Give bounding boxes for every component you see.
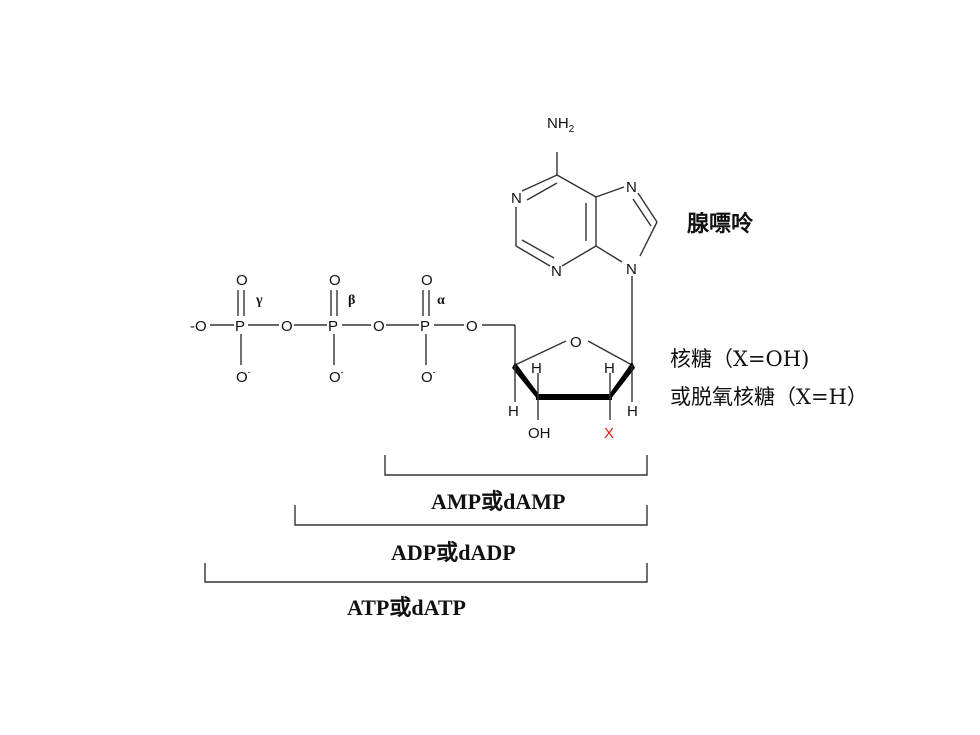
h-c1: H [627,403,638,420]
atp-label: ATP或dATP [347,595,466,620]
adenine-n3: N [551,263,562,280]
h-c4: H [508,403,519,420]
o-double-gamma: O [236,272,248,289]
bridge-o-1: O [281,318,293,335]
bracket-adp [294,505,648,526]
oh-group: OH [528,425,551,442]
terminal-o-minus: -O [190,318,207,335]
adenine-n7: N [626,179,637,196]
o-double-beta: O [329,272,341,289]
nh2-label: NH2 [547,115,575,135]
ring-oxygen: O [570,334,582,351]
amp-label: AMP或dAMP [431,489,566,514]
bracket-atp [204,563,648,583]
purine-label: 腺嘌呤 [687,211,754,237]
adenine-bonds [515,152,658,365]
gamma-label: γ [255,293,263,308]
x-substituent: X [604,425,614,442]
adp-label: ADP或dADP [391,540,516,565]
ribose-label: 核糖（X=OH) [670,347,810,371]
o-double-alpha: O [421,272,433,289]
h-c3-top: H [531,360,542,377]
p-beta: P [328,318,338,335]
phosphate-chain [210,290,464,365]
bridge-o-2: O [373,318,385,335]
h-c2-top: H [604,360,615,377]
beta-label: β [348,293,355,308]
adenine-n1: N [511,190,522,207]
bridge-o-3: O [466,318,478,335]
o-minus-beta: O- [329,367,344,386]
adenine-n9: N [626,261,637,278]
alpha-label: α [437,293,445,308]
bracket-amp [384,455,648,476]
o-minus-alpha: O- [421,367,436,386]
p-gamma: P [235,318,245,335]
deoxyribose-label: 或脱氧核糖（X=H） [670,385,868,409]
ribose-ring [482,324,635,420]
o-minus-gamma: O- [236,367,251,386]
p-alpha: P [420,318,430,335]
